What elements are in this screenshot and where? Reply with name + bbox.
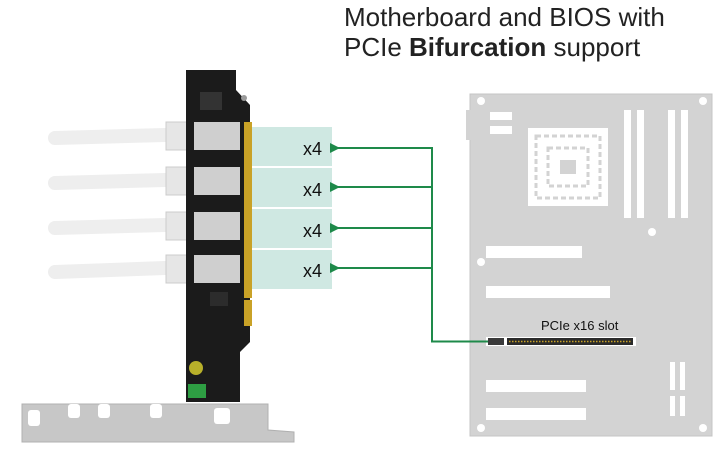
gold-edge-connector [244,122,252,298]
lane-label-4: x4 [303,261,322,281]
port-connector-1 [194,122,240,150]
cables [48,121,191,284]
expansion-card [186,70,252,417]
lane-label-3: x4 [303,221,322,241]
title-prefix: PCIe [344,32,410,62]
ram-slots [624,110,688,218]
mounting-bracket [21,403,295,443]
port-connector-4 [194,255,240,283]
capacitor [189,361,203,375]
power-connector [188,384,206,398]
lane-bands [252,127,332,289]
port-connector-2 [194,167,240,195]
cpu-socket [528,128,608,206]
title-line-1: Motherboard and BIOS with [344,2,665,32]
pcie-x16-slot [486,337,636,346]
lane-label-2: x4 [303,180,322,200]
title-line-2: PCIe Bifurcation support [344,32,640,63]
motherboard [466,93,713,437]
routing-lines [330,143,488,343]
title-bold: Bifurcation [409,32,547,62]
title-suffix: support [546,32,641,62]
slot-label: PCIe x16 slot [541,318,619,333]
expansion-slots [486,246,610,420]
lane-label-1: x4 [303,139,322,159]
port-connector-3 [194,212,240,240]
